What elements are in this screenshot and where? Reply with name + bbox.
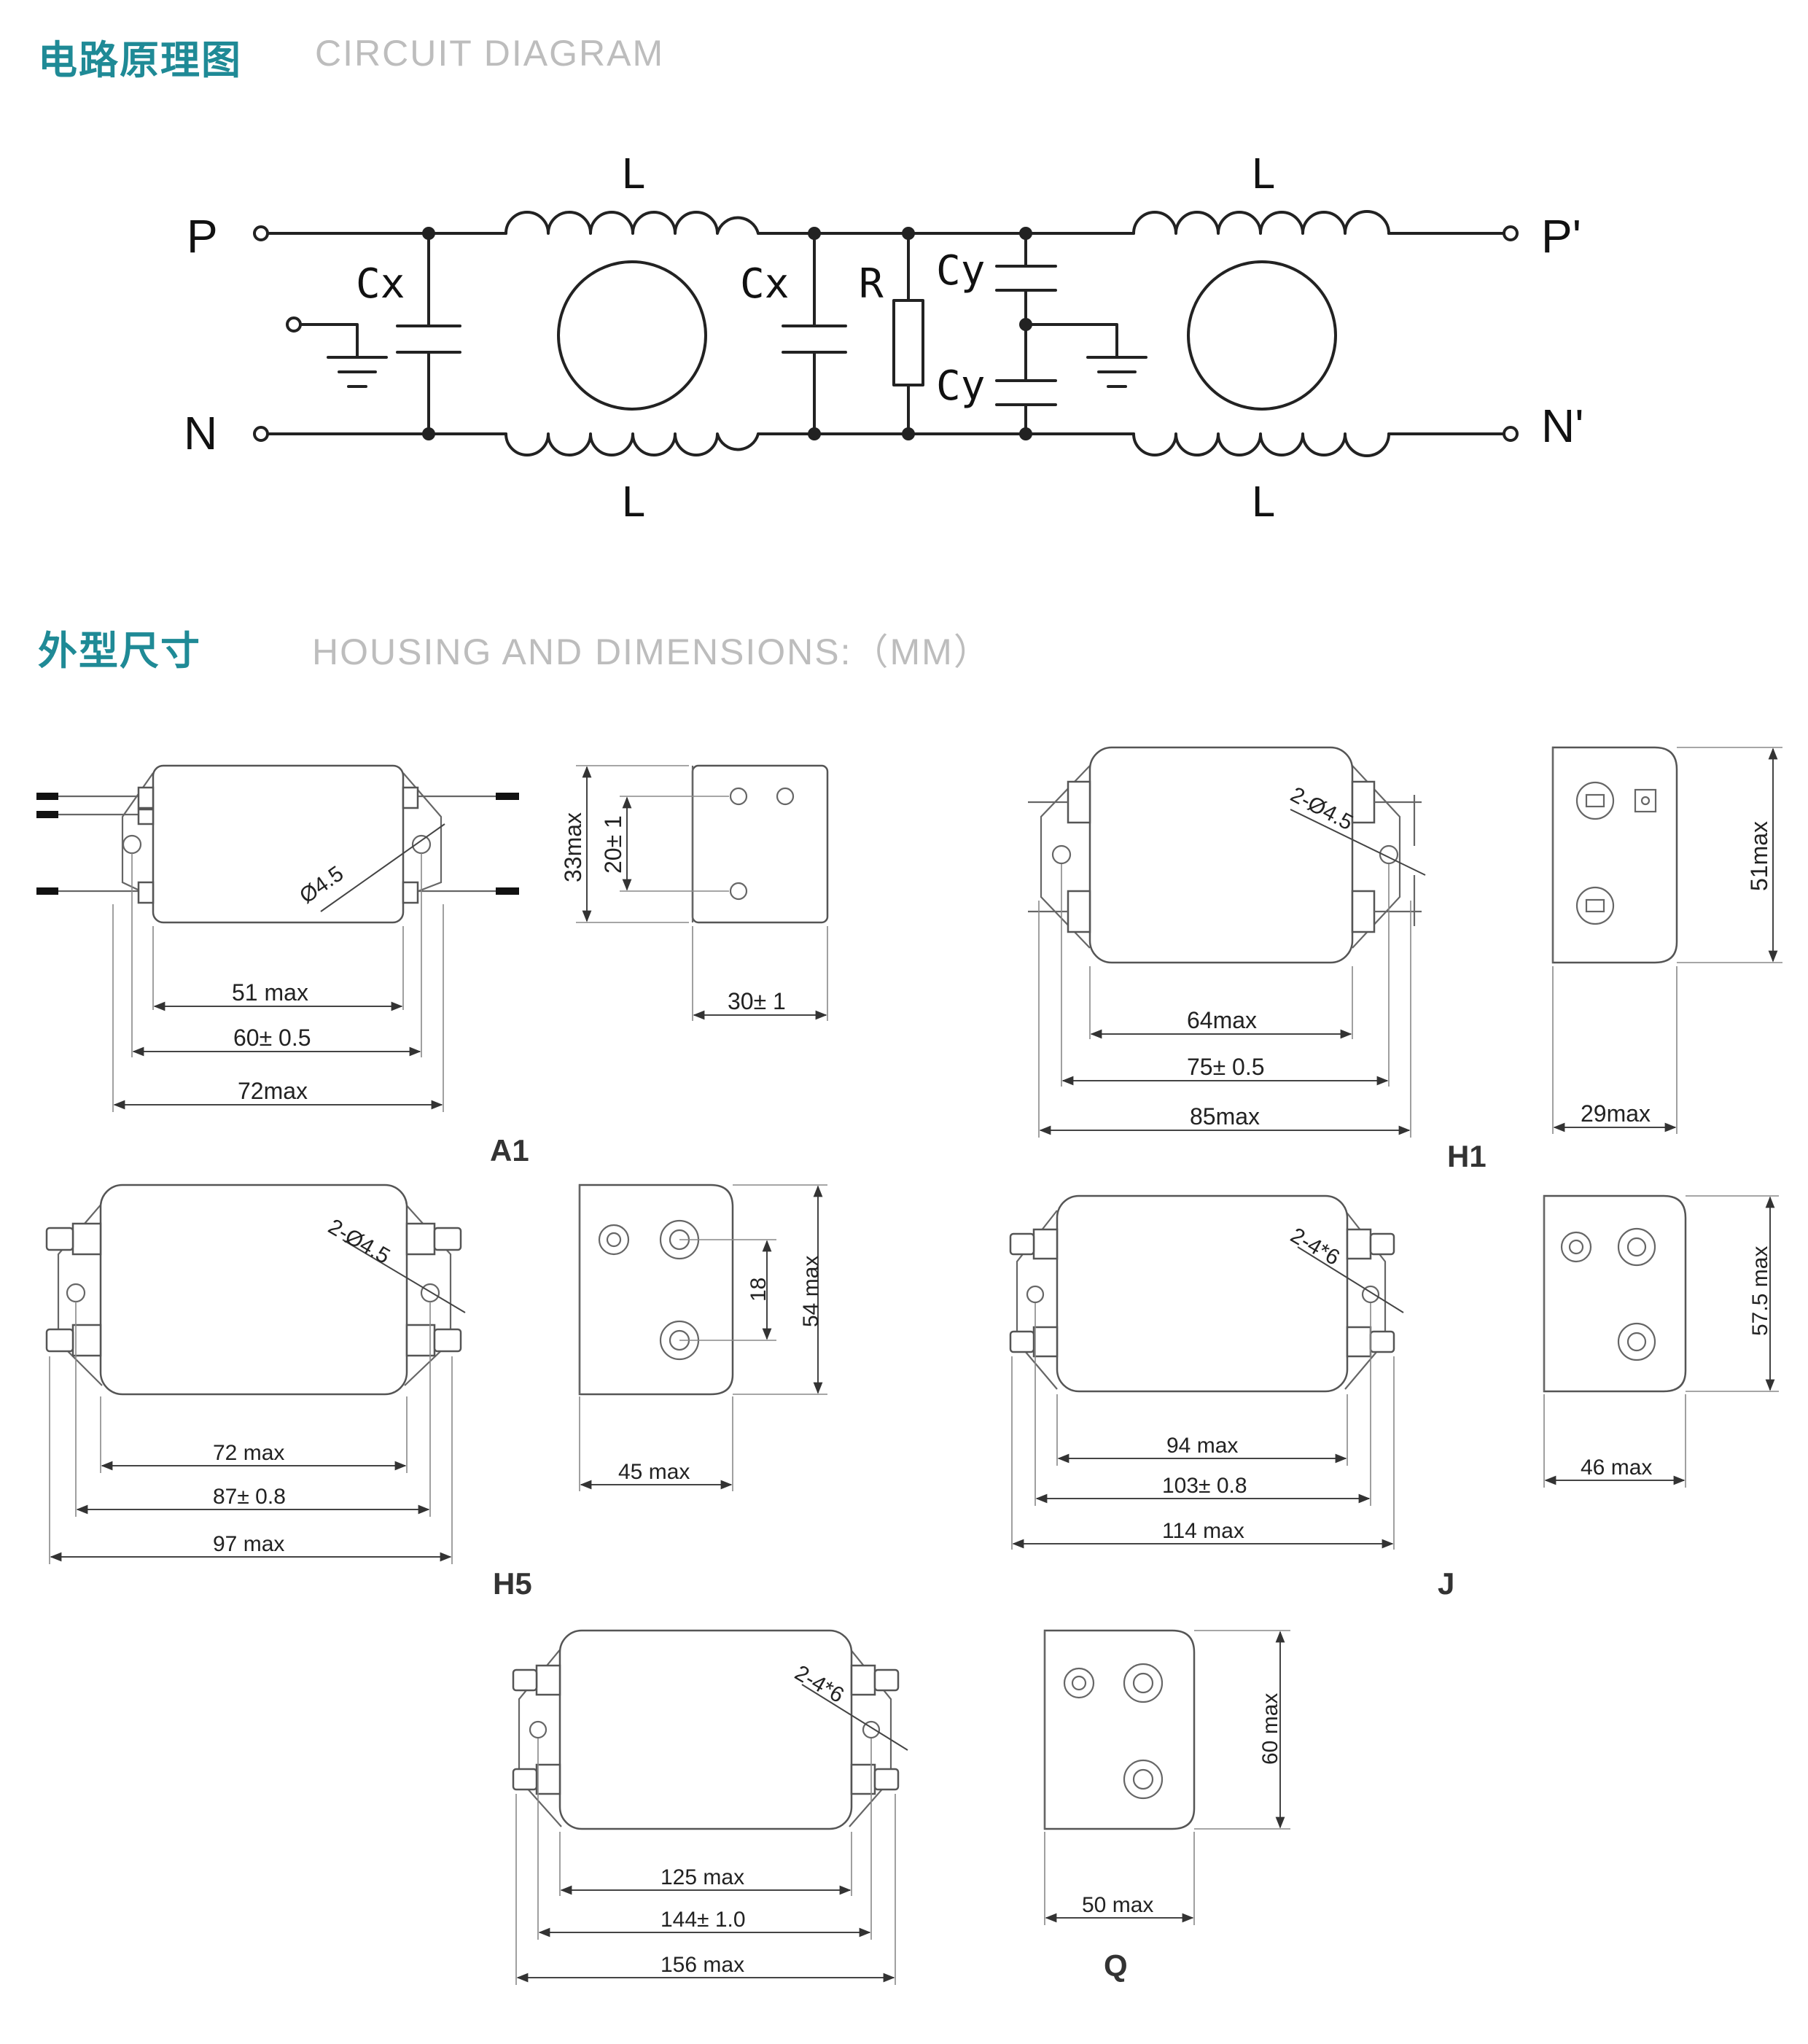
inductor-label: L	[1251, 151, 1276, 198]
cap-x-label: Cx	[740, 260, 789, 308]
model-h5-side: 54 max 18 45 max	[578, 1184, 827, 1491]
q-dim-3: 156 max	[661, 1953, 744, 1977]
resistor-label: R	[859, 260, 884, 308]
model-j-name: J	[1438, 1566, 1454, 1601]
q-side-height: 60 max	[1258, 1693, 1282, 1765]
housing-title-en: HOUSING AND DIMENSIONS:（MM）	[312, 632, 991, 672]
model-h1-name: H1	[1447, 1139, 1486, 1173]
cap-x-label: Cx	[356, 260, 405, 308]
model-j-front: 2-4*6 94 max 103± 0.8 114 max	[1009, 1194, 1404, 1550]
model-a1-name: A1	[490, 1133, 529, 1167]
a1-side-width: 30± 1	[728, 988, 786, 1014]
housing-title-cn: 外型尺寸	[38, 628, 201, 674]
h5-dim-3: 97 max	[213, 1532, 284, 1556]
model-h5-front: 2-Ø4.5 72 max 87± 0.8 97 max	[45, 1184, 466, 1564]
cap-y-label: Cy	[936, 247, 985, 295]
terminal-n-label: N	[184, 407, 217, 459]
terminal-ground	[286, 316, 302, 333]
inductor-bottom-right	[1132, 432, 1390, 457]
circuit-diagram: P N P' N' L L L L Cx	[184, 151, 1583, 526]
resistor	[892, 299, 924, 386]
terminal-p-label: P	[187, 210, 218, 263]
common-mode-core-right	[1187, 260, 1337, 411]
cap-y-label: Cy	[936, 362, 985, 410]
inductor-label: L	[1251, 479, 1276, 526]
circuit-title-cn: 电路原理图	[38, 37, 242, 83]
h5-side-width: 45 max	[618, 1460, 690, 1484]
h1-dim-1: 64max	[1187, 1007, 1257, 1033]
h5-side-height: 54 max	[799, 1256, 823, 1327]
h5-dim-1: 72 max	[213, 1441, 284, 1465]
inductor-bottom-left	[504, 432, 760, 456]
j-dim-3: 114 max	[1162, 1519, 1244, 1543]
model-h5-name: H5	[493, 1566, 532, 1601]
j-side-width: 46 max	[1581, 1456, 1652, 1480]
a1-side-hole: 20± 1	[600, 815, 626, 874]
common-mode-core-left	[557, 260, 707, 411]
h1-side-height: 51max	[1746, 821, 1772, 891]
circuit-title-en: CIRCUIT DIAGRAM	[315, 33, 665, 74]
terminal-n	[253, 426, 269, 442]
a1-dim-3: 72max	[238, 1078, 308, 1104]
inductor-label: L	[621, 151, 646, 198]
inductor-top-left	[504, 211, 760, 235]
q-side-width: 50 max	[1082, 1893, 1153, 1917]
model-q-front: 2-4*6 125 max 144± 1.0 156 max	[512, 1629, 908, 1985]
a1-dim-1: 51 max	[232, 979, 308, 1006]
h5-side-hole: 18	[747, 1278, 771, 1302]
terminal-n-out-label: N'	[1541, 400, 1583, 452]
model-a1-front: Ø4.5 51 max 60± 0.5 72max	[36, 764, 519, 1112]
h1-side-width: 29max	[1581, 1100, 1651, 1127]
terminal-p	[253, 225, 269, 241]
terminal-n-out	[1503, 426, 1519, 442]
j-dim-2: 103± 0.8	[1162, 1474, 1247, 1498]
inductor-top-right	[1132, 210, 1390, 235]
model-h1-side: 51max 29max	[1551, 746, 1782, 1134]
a1-dim-2: 60± 0.5	[233, 1025, 311, 1051]
inductor-label: L	[621, 479, 646, 526]
j-dim-1: 94 max	[1166, 1434, 1238, 1458]
model-q-name: Q	[1104, 1948, 1128, 1983]
h1-dim-2: 75± 0.5	[1187, 1054, 1265, 1080]
q-dim-1: 125 max	[661, 1865, 744, 1889]
model-j-side: 57.5 max 46 max	[1543, 1194, 1779, 1488]
h5-dim-2: 87± 0.8	[213, 1485, 286, 1509]
q-dim-2: 144± 1.0	[661, 1908, 746, 1932]
terminal-p-out	[1503, 225, 1519, 241]
h1-dim-3: 85max	[1190, 1103, 1260, 1130]
terminal-p-out-label: P'	[1541, 210, 1581, 263]
a1-side-height: 33max	[560, 812, 586, 882]
j-side-height: 57.5 max	[1748, 1246, 1772, 1336]
model-q-side: 60 max 50 max	[1043, 1629, 1290, 1925]
model-a1-side: 33max 20± 1 30± 1	[560, 764, 829, 1021]
model-h1-front: 2-Ø4.5 64max 75± 0.5 85max	[1028, 746, 1426, 1138]
